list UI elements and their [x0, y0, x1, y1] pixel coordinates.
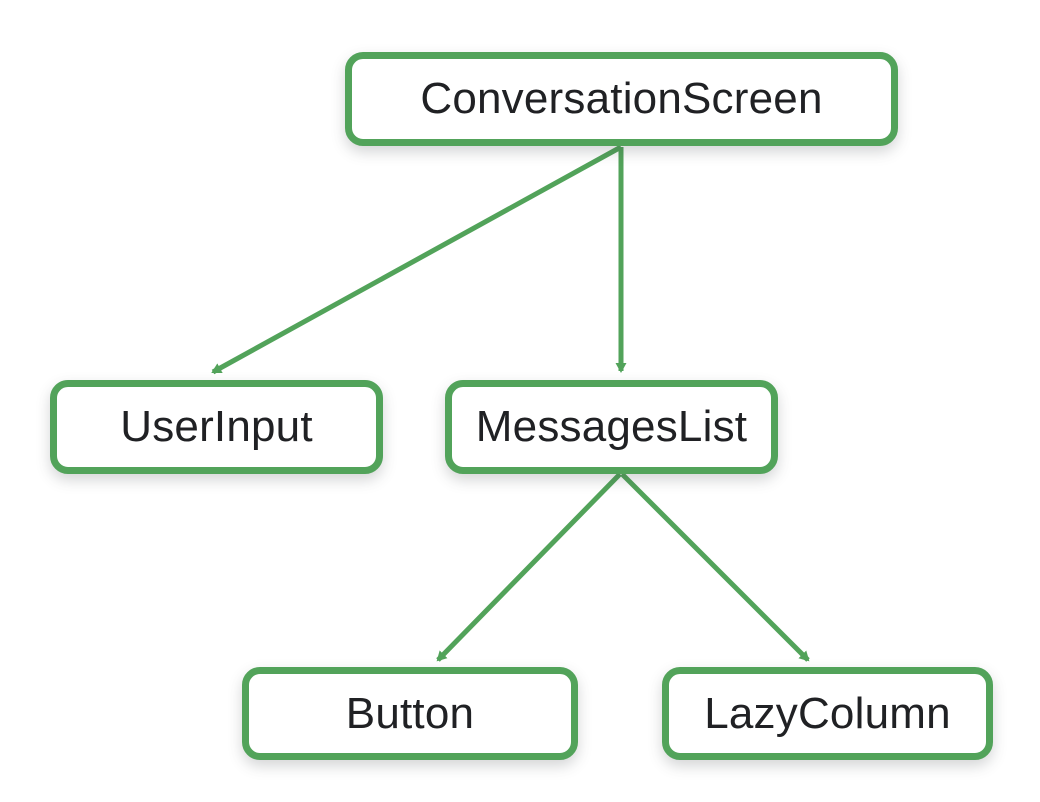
node-conversation-screen-label: ConversationScreen [420, 74, 823, 123]
node-button: Button [242, 667, 578, 760]
node-button-label: Button [345, 688, 475, 738]
node-lazy-column-label: LazyColumn [704, 688, 951, 738]
node-lazy-column: LazyColumn [662, 667, 993, 760]
node-user-input-label: UserInput [120, 402, 313, 451]
node-messages-list: MessagesList [445, 380, 778, 474]
edge-messageslist-button [436, 472, 622, 662]
edge-messageslist-lazycolumn [620, 472, 810, 662]
node-messages-list-label: MessagesList [475, 402, 748, 451]
node-conversation-screen: ConversationScreen [345, 52, 898, 146]
node-user-input: UserInput [50, 380, 383, 474]
edge-conversationscreen-userinput [211, 144, 623, 375]
